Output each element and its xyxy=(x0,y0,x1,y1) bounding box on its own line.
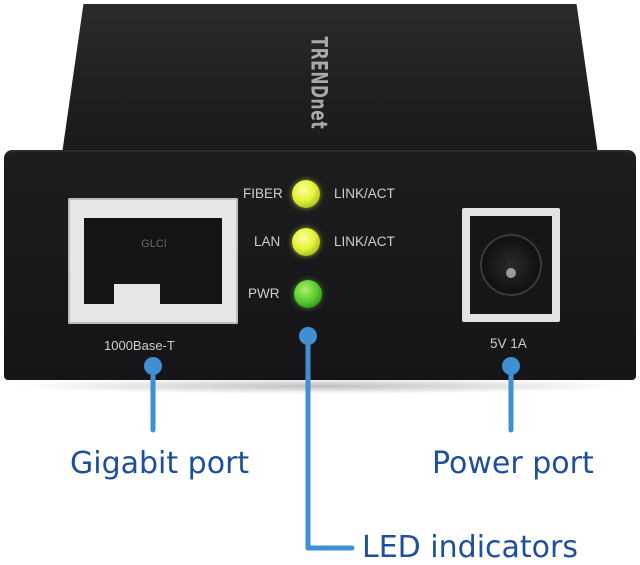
caption-led-indicators: LED indicators xyxy=(362,530,578,565)
power-jack-pin xyxy=(506,268,516,278)
device-shadow xyxy=(10,378,630,394)
port-label: 1000Base-T xyxy=(104,338,175,353)
power-jack xyxy=(462,208,560,322)
rj45-port: GLCI xyxy=(68,198,238,324)
gigabit-pointer-dot xyxy=(144,357,162,375)
led-label-lan: LAN xyxy=(254,234,281,249)
caption-power-port: Power port xyxy=(432,446,594,481)
rj45-mark: GLCI xyxy=(141,238,167,250)
led-label-fiber: FIBER xyxy=(243,186,283,201)
power-jack-ring xyxy=(480,234,542,296)
lan-led-icon xyxy=(292,228,320,256)
led-label-link-act-1: LINK/ACT xyxy=(334,186,395,201)
led-label-link-act-2: LINK/ACT xyxy=(334,234,395,249)
power-rating-label: 5V 1A xyxy=(490,336,527,351)
caption-gigabit-port: Gigabit port xyxy=(70,446,250,481)
pwr-led-icon xyxy=(294,280,322,308)
led-pointer-line xyxy=(305,335,355,551)
power-jack-socket xyxy=(470,216,552,314)
fiber-led-icon xyxy=(292,180,320,208)
device-top-cover xyxy=(62,4,598,154)
rj45-tab xyxy=(114,284,160,304)
led-pointer-dot xyxy=(299,327,317,345)
power-pointer-dot xyxy=(502,357,520,375)
led-label-pwr: PWR xyxy=(248,286,280,301)
